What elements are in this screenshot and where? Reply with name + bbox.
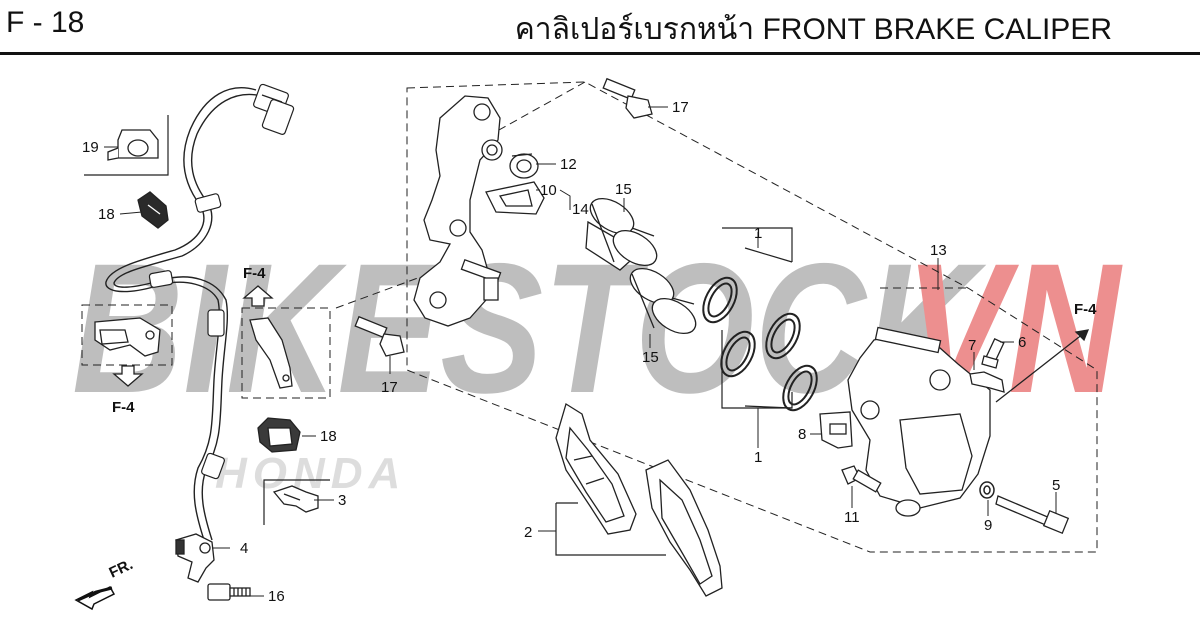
label-4: 4 bbox=[240, 540, 248, 557]
part-18-upper-clip bbox=[137, 191, 169, 229]
part-16-bolt bbox=[207, 583, 251, 601]
label-13: 13 bbox=[930, 242, 947, 259]
label-18-lower: 18 bbox=[320, 428, 337, 445]
direction-label: FR. bbox=[107, 556, 136, 582]
label-11: 11 bbox=[844, 509, 860, 526]
label-6: 6 bbox=[1018, 334, 1026, 351]
part-12-boot bbox=[509, 153, 539, 179]
part-8-pad-pin bbox=[819, 411, 853, 449]
label-3: 3 bbox=[338, 492, 346, 509]
front-direction-arrow-icon bbox=[74, 586, 116, 611]
label-17-upper: 17 bbox=[672, 99, 689, 116]
label-8: 8 bbox=[798, 426, 806, 443]
part-3-clip bbox=[272, 485, 319, 513]
part-17-bolt-upper bbox=[602, 77, 653, 119]
label-18-upper: 18 bbox=[98, 206, 115, 223]
f4-arrow-up-icon bbox=[242, 285, 274, 307]
part-10-pad-spring bbox=[485, 181, 545, 215]
leader-lines bbox=[104, 106, 1057, 597]
cable-grommets bbox=[148, 193, 225, 480]
part-11-bolt bbox=[841, 465, 882, 493]
header-rule bbox=[0, 52, 1200, 55]
label-2: 2 bbox=[524, 524, 532, 541]
part-15-pistons bbox=[585, 197, 697, 335]
label-9: 9 bbox=[984, 517, 992, 534]
label-5: 5 bbox=[1052, 477, 1060, 494]
watermark-brand: HONDA bbox=[215, 449, 406, 498]
label-15-upper: 15 bbox=[615, 181, 632, 198]
label-12: 12 bbox=[560, 156, 577, 173]
part-4-wheel-speed-sensor bbox=[175, 533, 215, 583]
label-7: 7 bbox=[968, 337, 976, 354]
label-14: 14 bbox=[572, 201, 589, 218]
f4-arrow-caliper-icon bbox=[995, 329, 1090, 403]
f4-arrow-down-icon bbox=[112, 365, 144, 387]
part-1-seals bbox=[702, 276, 818, 412]
ref-f4-lower: F-4 bbox=[112, 399, 135, 416]
page-title: คาลิเปอร์เบรกหน้า FRONT BRAKE CALIPER bbox=[514, 13, 1112, 46]
part-9-washer bbox=[979, 481, 995, 499]
sensor-wire-bracket bbox=[94, 317, 161, 357]
page-code: F - 18 bbox=[6, 6, 85, 39]
part-5-slide-pin bbox=[995, 495, 1070, 535]
part-18-lower-clip bbox=[257, 417, 301, 453]
label-1-upper: 1 bbox=[754, 225, 762, 242]
label-1-lower: 1 bbox=[754, 449, 762, 466]
ref-f4-caliper: F-4 bbox=[1074, 301, 1097, 318]
part-19-clamp bbox=[107, 129, 159, 161]
caliper-wire-bracket bbox=[249, 317, 293, 389]
part-number-labels: 19 18 18 3 4 16 17 17 12 10 14 15 15 1 1… bbox=[82, 99, 1060, 605]
label-19: 19 bbox=[82, 139, 99, 156]
label-16: 16 bbox=[268, 588, 285, 605]
part-7-cap bbox=[969, 371, 1005, 393]
ref-f4-upper: F-4 bbox=[243, 265, 266, 282]
label-15-lower: 15 bbox=[642, 349, 659, 366]
caliper-bracket bbox=[413, 95, 503, 327]
part-17-bolt-lower bbox=[354, 315, 405, 357]
sensor-connector bbox=[253, 83, 295, 135]
label-10: 10 bbox=[540, 182, 557, 199]
part-2-brake-pads bbox=[555, 402, 723, 597]
label-17-lower: 17 bbox=[381, 379, 398, 396]
abs-sensor-cable bbox=[105, 87, 263, 541]
part-6-bleeder bbox=[981, 337, 1005, 369]
header: F - 18 คาลิเปอร์เบรกหน้า FRONT BRAKE CAL… bbox=[0, 0, 1200, 56]
part-13-caliper-body bbox=[847, 326, 991, 517]
